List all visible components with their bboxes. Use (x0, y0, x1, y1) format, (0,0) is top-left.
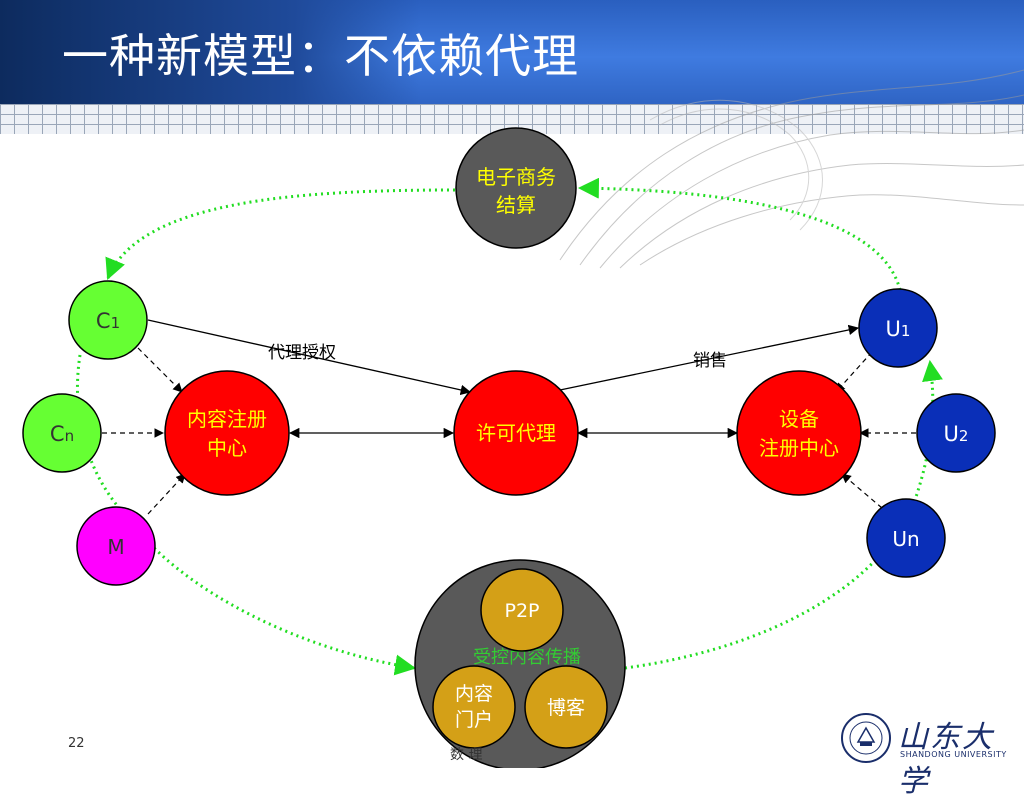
cn-subscript: n (65, 427, 75, 445)
u2-subscript: 2 (959, 427, 969, 445)
dotted-arc-top-right (577, 177, 902, 291)
node-device-registration-center[interactable]: 设备 注册中心 (736, 370, 862, 496)
c1-subscript: 1 (111, 314, 121, 332)
node-u1[interactable]: U1 (858, 288, 938, 368)
license-agent-label: 许可代理 (476, 421, 556, 445)
footer-text: 数 理 (450, 747, 483, 763)
node-content-registration-center[interactable]: 内容注册 中心 (164, 370, 290, 496)
page-number: 22 (68, 736, 85, 751)
university-logo: 山东大学 SHANDONG UNIVERSITY (840, 712, 1020, 799)
node-ecommerce-settlement[interactable]: 电子商务 结算 (455, 127, 577, 249)
dash-m-content (147, 473, 186, 515)
portal-line-1: 内容 (455, 683, 493, 705)
u2-letter: U (944, 422, 959, 446)
svg-text:U2: U2 (944, 422, 969, 446)
node-m[interactable]: M (76, 506, 156, 586)
device-reg-line-1: 设备 (779, 407, 819, 431)
ecommerce-line-1: 电子商务 (476, 165, 556, 189)
node-p2p[interactable]: P2P (480, 568, 564, 652)
logo-text-en: SHANDONG UNIVERSITY (900, 750, 1007, 759)
node-blog[interactable]: 博客 (524, 665, 608, 749)
edge-label-sales: 销售 (693, 351, 727, 371)
node-c1[interactable]: C1 (68, 280, 148, 360)
decorative-swirl (559, 69, 1024, 269)
un-label: Un (892, 527, 919, 551)
node-u2[interactable]: U2 (916, 393, 996, 473)
dashed-arrows (102, 347, 916, 515)
node-content-portal[interactable]: 内容 门户 (432, 665, 516, 749)
slide-title: 一种新模型：不依赖代理 (62, 29, 579, 83)
p2p-label: P2P (504, 600, 539, 622)
content-reg-line-1: 内容注册 (187, 407, 267, 431)
header-dark-gradient (0, 0, 420, 104)
diagram: 代理授权 销售 电子商务 结算 C1 Cn M U1 U2 (22, 69, 1024, 768)
arrow-c1-to-license (147, 319, 472, 396)
c1-letter: C (96, 309, 111, 333)
node-cn[interactable]: Cn (22, 393, 102, 473)
dotted-arc-top-left (105, 188, 456, 280)
solid-arrows (147, 319, 860, 439)
dash-c1-content (137, 347, 183, 393)
dash-un-device (841, 473, 883, 509)
m-label: M (107, 535, 124, 559)
university-seal-icon (841, 713, 891, 763)
ecommerce-line-2: 结算 (496, 193, 536, 217)
svg-text:U1: U1 (886, 317, 911, 341)
u1-letter: U (886, 317, 901, 341)
header-banner: 一种新模型：不依赖代理 (0, 0, 1024, 104)
device-reg-line-2: 注册中心 (759, 436, 839, 460)
arrow-license-to-u1 (559, 324, 860, 391)
portal-line-2: 门户 (455, 709, 493, 731)
node-license-agent[interactable]: 许可代理 (453, 370, 579, 496)
u1-subscript: 1 (901, 322, 911, 340)
svg-text:Cn: Cn (50, 422, 74, 446)
blog-label: 博客 (547, 697, 585, 719)
content-reg-line-2: 中心 (207, 436, 247, 460)
dash-u1-device (835, 351, 873, 393)
controlled-distribution-label: 受控内容传播 (473, 647, 581, 668)
edge-label-agent-auth: 代理授权 (268, 343, 336, 363)
cn-letter: C (50, 422, 65, 446)
node-un[interactable]: Un (866, 498, 946, 578)
svg-text:C1: C1 (96, 309, 120, 333)
